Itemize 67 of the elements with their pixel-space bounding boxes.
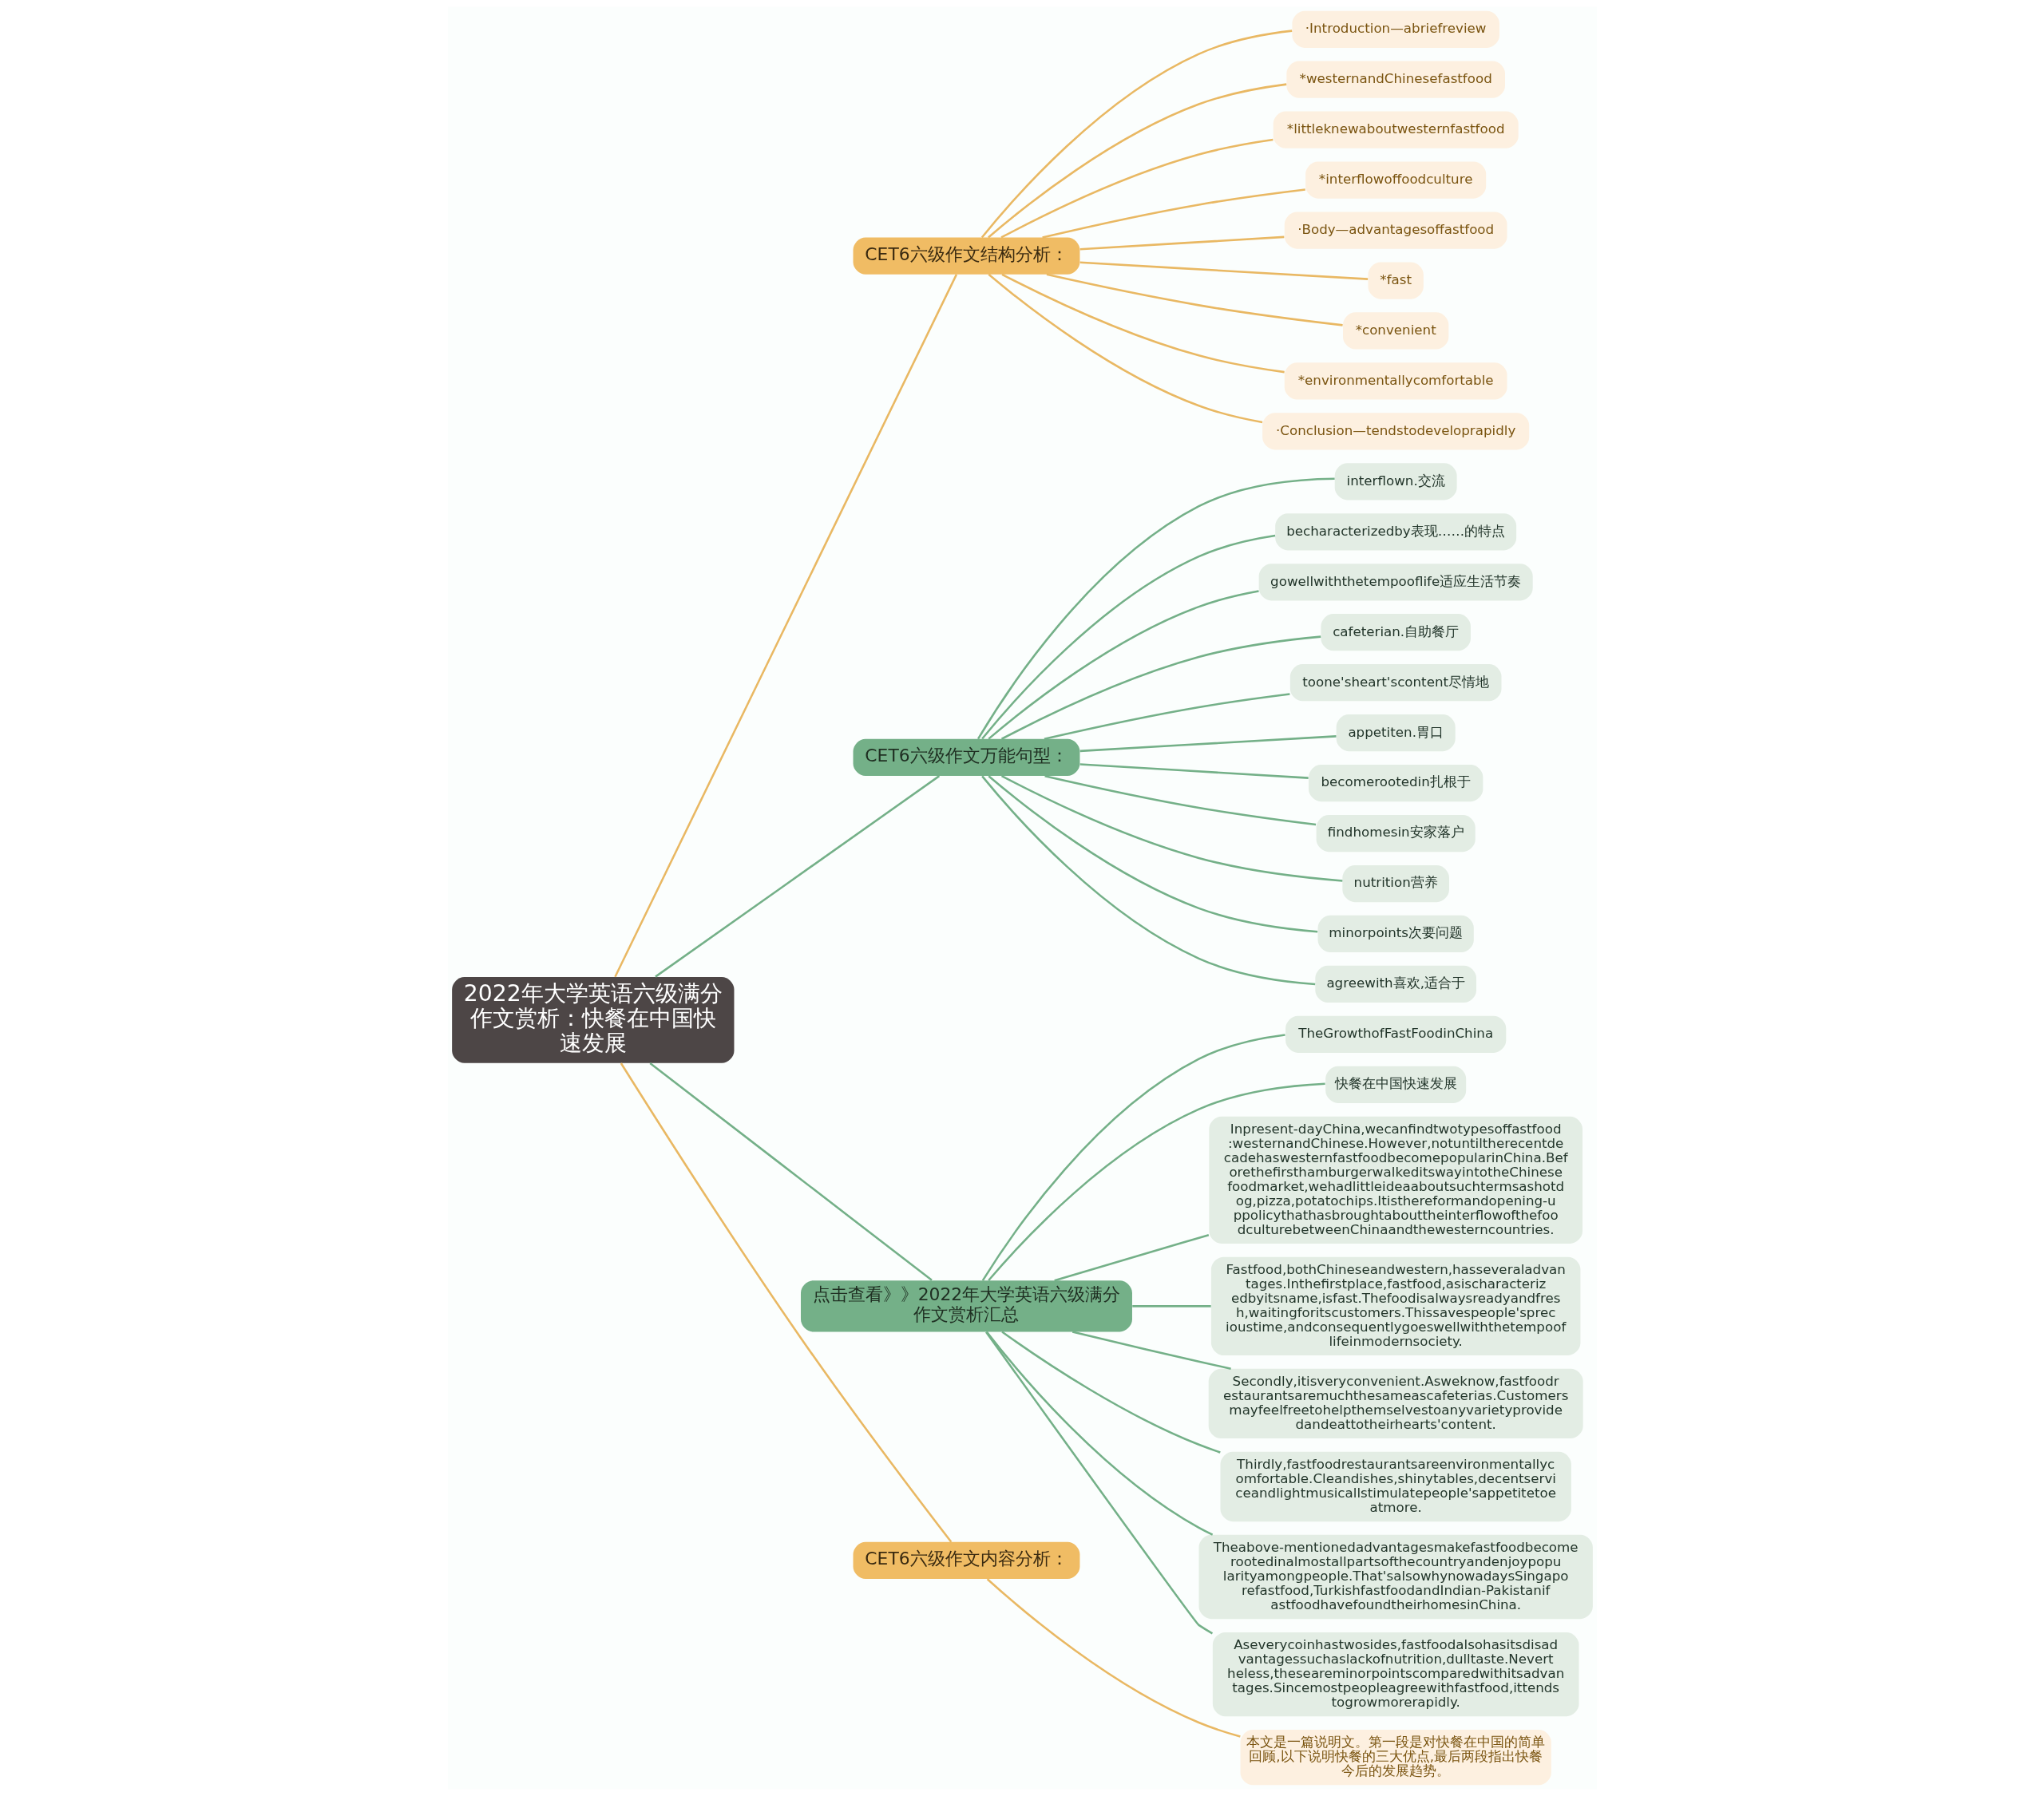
node-box: Aseverycoinhastwosides,fastfoodalsohasitsdisadvantagessuchaslackofnutrition,dulltaste.Nevertheless,theseareminorpointscomparedwithitsadvantages.Sincemostpeopleagreewithfastfood,ittendstogrowmorerapidly. — [1212, 1632, 1579, 1717]
connector — [987, 273, 1262, 424]
connector — [1072, 1331, 1231, 1370]
connector — [986, 1578, 1241, 1738]
connector — [1044, 693, 1290, 741]
connector — [987, 590, 1259, 740]
node-box: ·Conclusion—tendstodeveloprapidly — [1262, 413, 1529, 450]
connector — [654, 775, 940, 978]
node-box: CET6六级作文结构分析： — [853, 237, 1079, 275]
node-box: Secondly,itisveryconvenient.Asweknow,fastfoodrestaurantsaremuchthesameascafeterias.Customersmayfeelfreetohelpthemselvestoanyvarietyprovidedandeattotheirhearts'content. — [1208, 1368, 1583, 1439]
connector — [1079, 735, 1337, 753]
node-box: Fastfood,bothChineseandwestern,hasseveraladvantages.Inthefirstplace,fastfood,asischaracterizedbyitsname,isfast.Thefoodisalwaysreadyandfresh,waitingforitscustomers.Thissavespeople'sprecioustime,andconsequentlygoeswellwiththetempooflifeinmodernsociety. — [1210, 1256, 1580, 1356]
node-box: Thirdly,fastfoodrestaurantsareenvironmentallycomfortable.Cleandishes,shinytables,decentserviceandlightmusicallstimulatepeople'sappetitetoeatmore. — [1219, 1451, 1571, 1522]
connector — [613, 274, 957, 978]
connector — [984, 1331, 1213, 1635]
node-box: ·Introduction—abriefreview — [1291, 10, 1499, 48]
node-box: *environmentallycomfortable — [1284, 362, 1507, 400]
node-box: CET6六级作文万能句型： — [853, 738, 1079, 777]
node-box: agreewith喜欢,适合于 — [1314, 965, 1476, 1003]
node-box: ·Body—advantagesoffastfood — [1284, 212, 1507, 249]
node-box: toone'sheart'scontent尽情地 — [1289, 664, 1501, 702]
connector — [620, 1062, 952, 1543]
connector — [1000, 1331, 1221, 1454]
node-box: *fast — [1368, 262, 1424, 299]
connector — [648, 1062, 933, 1281]
node-box: 本文是一篇说明文。第一段是对快餐在中国的简单回顾,以下说明快餐的三大优点,最后两段指出快餐今后的发展趋势。 — [1240, 1730, 1551, 1786]
node-box: 快餐在中国快速发展 — [1325, 1066, 1466, 1103]
connector — [1079, 261, 1368, 280]
connector — [987, 775, 1317, 933]
connector — [980, 775, 1315, 986]
connector — [1041, 188, 1305, 239]
connector — [980, 30, 1292, 239]
connector — [1079, 763, 1309, 779]
node-box: *interflowoffoodculture — [1305, 161, 1486, 199]
connector — [981, 1034, 1285, 1281]
node-box: gowellwiththetempooflife适应生活节奏 — [1258, 564, 1533, 601]
connector — [987, 1082, 1325, 1281]
connector — [1000, 273, 1285, 374]
node-box: CET6六级作文内容分析： — [853, 1541, 1079, 1580]
connector — [987, 83, 1286, 239]
connector — [1000, 138, 1274, 239]
node-box: Theabove-mentionedadvantagesmakefastfoodbecomerootedinalmostallpartsofthecountryandenjoypopularityamongpeople.That'salsowhynowadaysSingaporefastfood,TurkishfastfoodandIndian-PakistanifastfoodhavefoundtheirhomesinChina. — [1198, 1534, 1593, 1620]
connector — [1044, 774, 1316, 826]
connector — [1079, 235, 1284, 251]
node-box: interflown.交流 — [1334, 463, 1457, 500]
connector — [976, 477, 1335, 740]
node-box: becomerootedin扎根于 — [1308, 764, 1483, 802]
node-box: cafeterian.自助餐厅 — [1320, 614, 1471, 651]
connector — [1046, 273, 1343, 326]
connector — [985, 1331, 1213, 1536]
node-box: 2022年大学英语六级满分作文赏析：快餐在中国快速发展 — [451, 976, 734, 1063]
connector — [1053, 1233, 1209, 1282]
node-box: *littleknewaboutwesternfastfood — [1273, 111, 1519, 148]
connector — [980, 534, 1275, 740]
node-box: *westernandChinesefastfood — [1285, 61, 1505, 98]
connector — [1131, 1305, 1211, 1307]
node-box: becharacterizedby表现……的特点 — [1274, 513, 1516, 551]
node-box: nutrition营养 — [1341, 864, 1449, 903]
node-box: 点击查看》》2022年大学英语六级满分作文赏析汇总 — [800, 1280, 1132, 1332]
connector — [1000, 774, 1342, 882]
node-box: findhomesin安家落户 — [1316, 814, 1476, 853]
node-box: *convenient — [1342, 312, 1448, 350]
connector — [1000, 635, 1321, 740]
node-box: Inpresent-dayChina,wecanfindtwotypesoffastfood:westernandChinese.However,notuntiltherecentdecadehaswesternfastfoodbecomepopularinChina.BeforethefirsthamburgerwalkeditswayintotheChinesefoodmarket,wehadlittleideaaboutsuchtermsashotdog,pizza,potatochips.Itisthereformandopening-uppolicythathasbroughtabouttheinterflowofthefoodculturebetweenChinaandthewesterncountries. — [1208, 1116, 1583, 1244]
node-box: TheGrowthofFastFoodinChina — [1285, 1015, 1506, 1053]
node-box: minorpoints次要问题 — [1317, 915, 1474, 953]
node-box: appetiten.胃口 — [1336, 714, 1456, 752]
